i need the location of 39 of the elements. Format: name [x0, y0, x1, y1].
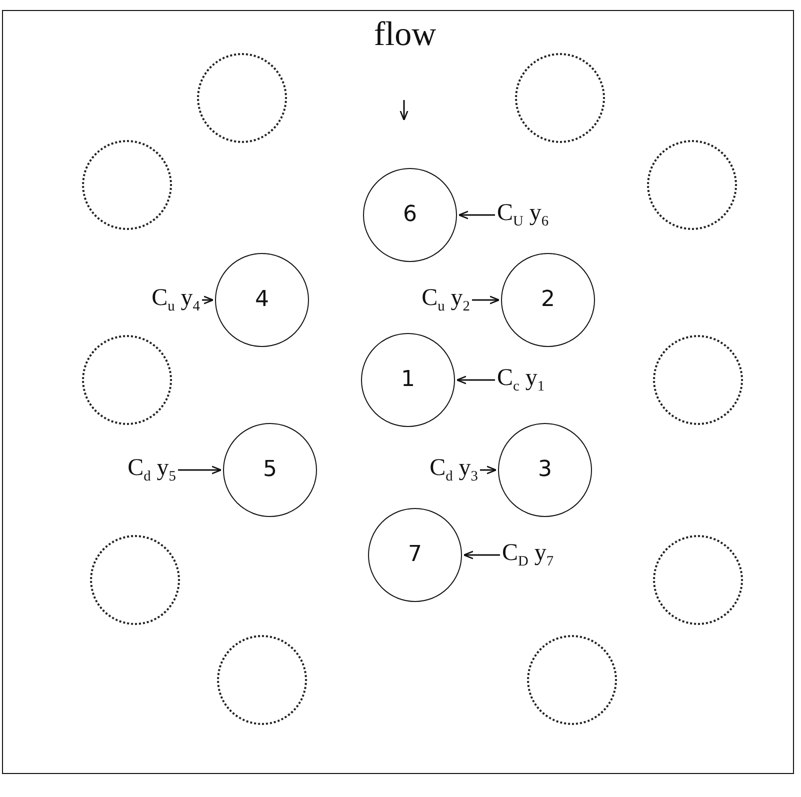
arrow [472, 296, 500, 304]
arrow [202, 296, 214, 304]
cylinder-circle [501, 253, 595, 347]
cylinder-number: 4 [255, 289, 269, 311]
arrow [458, 210, 495, 220]
dotted-circle [197, 53, 287, 143]
arrow [178, 466, 222, 474]
cylinder-number: 5 [263, 459, 277, 481]
dotted-circle [82, 140, 172, 230]
coefficient-label: C$_{U}$ y$_{6}$ [497, 200, 549, 230]
cylinder-number: 7 [408, 544, 422, 566]
flow-label: flow [374, 18, 436, 52]
coefficient-label: C$_{c}$ y$_{1}$ [497, 366, 545, 394]
arrow [480, 466, 497, 474]
cylinder-circle [223, 423, 317, 517]
cylinder-circle [215, 253, 309, 347]
dotted-circle [90, 535, 180, 625]
cylinder-circle [498, 423, 592, 517]
dotted-circle [82, 335, 172, 425]
dotted-circle [647, 140, 737, 230]
dotted-circle [527, 635, 617, 725]
coefficient-label: C$_{u}$ y$_{2}$ [422, 286, 470, 314]
coefficient-label: C$_{d}$ y$_{5}$ [128, 456, 176, 484]
cylinder-number: 6 [403, 204, 417, 226]
arrow [456, 376, 495, 384]
arrow [463, 550, 500, 560]
cylinder-circle [363, 168, 457, 262]
coefficient-label: C$_{u}$ y$_{4}$ [152, 286, 200, 314]
dotted-circle [217, 635, 307, 725]
dotted-circle [653, 335, 743, 425]
cylinder-number: 3 [538, 459, 552, 481]
coefficient-label: C$_{D}$ y$_{7}$ [502, 540, 554, 570]
cylinder-number: 1 [401, 369, 415, 391]
cylinder-circle [368, 508, 462, 602]
dotted-circle [515, 53, 605, 143]
cylinder-number: 2 [541, 289, 555, 311]
dotted-circle [653, 535, 743, 625]
cylinder-circle [361, 333, 455, 427]
coefficient-label: C$_{d}$ y$_{3}$ [430, 456, 478, 484]
